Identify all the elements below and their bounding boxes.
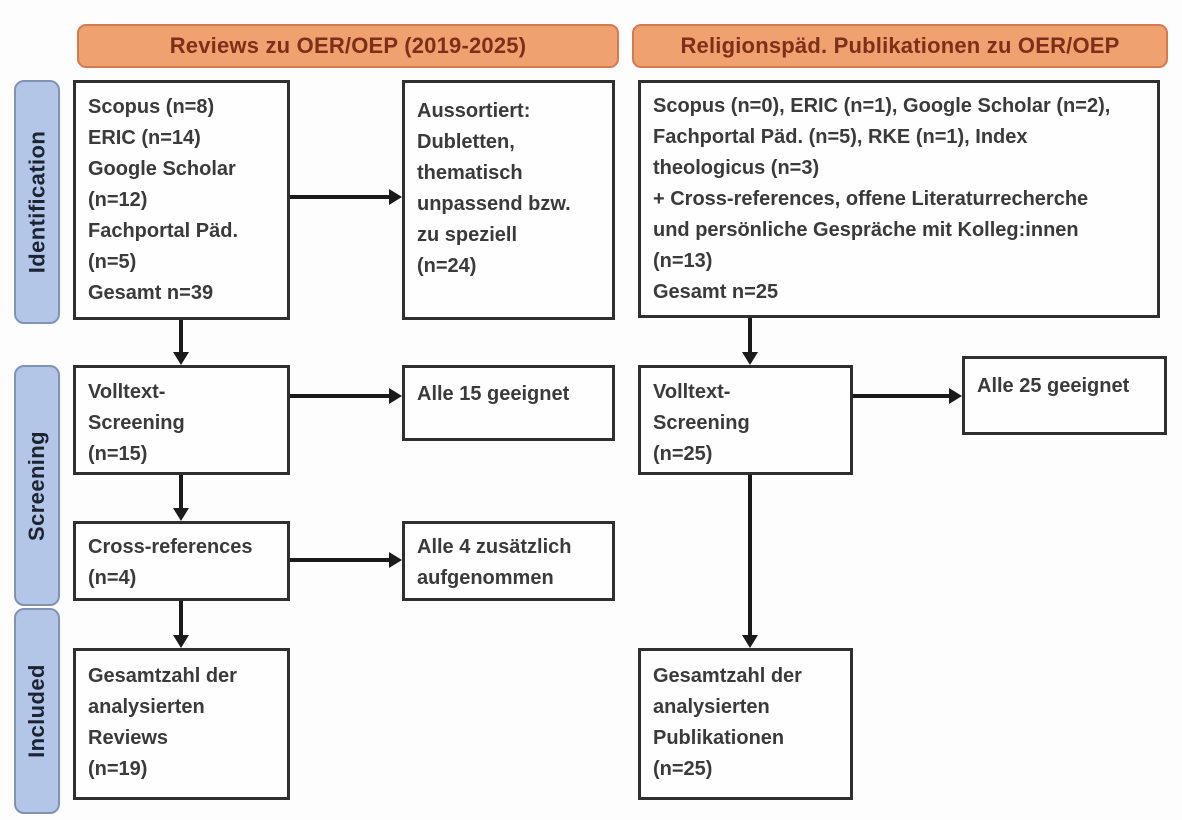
arrow-left-sources-to-excluded bbox=[290, 195, 389, 199]
column-header-reviews-label: Reviews zu OER/OEP (2019-2025) bbox=[169, 33, 527, 58]
box-left-added-line: aufgenommen bbox=[417, 567, 554, 589]
stage-label-included: Included bbox=[14, 608, 60, 814]
box-right-sources-line: Fachportal Päd. (n=5), RKE (n=1), Index bbox=[653, 126, 1028, 148]
box-right-eligible: Alle 25 geeignet bbox=[962, 356, 1167, 435]
box-right-sources-line: theologicus (n=3) bbox=[653, 157, 820, 179]
column-header-religionspaed: Religionspäd. Publikationen zu OER/OEP bbox=[632, 24, 1168, 68]
box-right-fulltext-line: Screening bbox=[653, 412, 750, 434]
arrow-right-fulltext-to-included bbox=[748, 475, 752, 636]
arrow-left-sources-to-fulltext bbox=[179, 320, 183, 353]
box-left-sources-line: Fachportal Päd. bbox=[88, 220, 239, 242]
arrow-right-fulltext-to-eligible bbox=[853, 394, 949, 398]
box-left-included-line: (n=19) bbox=[88, 758, 148, 780]
arrow-left-crossref-to-included bbox=[179, 601, 183, 636]
box-left-excluded-line: unpassend bzw. bbox=[417, 193, 571, 215]
box-left-sources-line: Gesamt n=39 bbox=[88, 282, 214, 304]
box-left-fulltext-line: Screening bbox=[88, 412, 185, 434]
box-right-sources: Scopus (n=0), ERIC (n=1), Google Scholar… bbox=[638, 80, 1160, 318]
box-left-included-line: analysierten bbox=[88, 696, 205, 718]
box-left-eligible-line: Alle 15 geeignet bbox=[417, 383, 570, 405]
stage-label-identification-text: Identification bbox=[24, 130, 49, 274]
box-right-fulltext-line: Volltext- bbox=[653, 381, 731, 403]
arrow-left-fulltext-to-eligible bbox=[290, 394, 389, 398]
box-left-sources: Scopus (n=8) ERIC (n=14) Google Scholar … bbox=[73, 80, 290, 320]
box-left-added: Alle 4 zusätzlich aufgenommen bbox=[402, 521, 615, 601]
box-left-excluded-line: thematisch bbox=[417, 162, 523, 184]
box-right-sources-line: und persönliche Gespräche mit Kolleg:inn… bbox=[653, 219, 1079, 241]
column-header-reviews: Reviews zu OER/OEP (2019-2025) bbox=[77, 24, 619, 68]
box-left-excluded-line: zu speziell bbox=[417, 224, 518, 246]
box-left-fulltext-line: Volltext- bbox=[88, 381, 166, 403]
arrow-left-fulltext-to-crossref bbox=[179, 475, 183, 509]
box-right-eligible-line: Alle 25 geeignet bbox=[977, 375, 1130, 397]
box-left-crossreferences: Cross-references (n=4) bbox=[73, 521, 290, 601]
box-left-excluded-line: (n=24) bbox=[417, 255, 477, 277]
box-right-sources-line: (n=13) bbox=[653, 250, 713, 272]
box-left-sources-line: ERIC (n=14) bbox=[88, 127, 201, 149]
stage-label-screening-text: Screening bbox=[24, 430, 50, 541]
box-right-sources-line: Scopus (n=0), ERIC (n=1), Google Scholar… bbox=[653, 95, 1111, 117]
box-right-included-line: Gesamtzahl der bbox=[653, 665, 802, 687]
box-right-included: Gesamtzahl der analysierten Publikatione… bbox=[638, 648, 853, 800]
box-right-sources-line: + Cross-references, offene Literaturrech… bbox=[653, 188, 1089, 210]
box-left-included: Gesamtzahl der analysierten Reviews (n=1… bbox=[73, 648, 290, 800]
box-right-fulltext-line: (n=25) bbox=[653, 443, 713, 465]
box-right-included-line: Publikationen bbox=[653, 727, 785, 749]
column-header-religionspaed-label: Religionspäd. Publikationen zu OER/OEP bbox=[680, 33, 1120, 58]
arrow-right-sources-to-fulltext bbox=[748, 318, 752, 353]
box-left-crossref-line: (n=4) bbox=[88, 567, 137, 589]
box-right-sources-line: Gesamt n=25 bbox=[653, 281, 779, 303]
box-left-sources-line: (n=5) bbox=[88, 251, 137, 273]
box-left-fulltext-line: (n=15) bbox=[88, 443, 148, 465]
stage-label-included-text: Included bbox=[24, 664, 49, 758]
box-right-included-line: (n=25) bbox=[653, 758, 713, 780]
box-left-sources-line: Scopus (n=8) bbox=[88, 96, 215, 118]
box-right-fulltext-screening: Volltext- Screening (n=25) bbox=[638, 365, 853, 475]
box-left-included-line: Gesamtzahl der bbox=[88, 665, 237, 687]
box-left-excluded-line: Dubletten, bbox=[417, 131, 515, 153]
box-left-crossref-line: Cross-references bbox=[88, 536, 253, 558]
box-left-eligible: Alle 15 geeignet bbox=[402, 365, 615, 441]
box-left-fulltext-screening: Volltext- Screening (n=15) bbox=[73, 365, 290, 475]
box-left-excluded: Aussortiert: Dubletten, thematisch unpas… bbox=[402, 80, 615, 320]
box-left-sources-line: Google Scholar bbox=[88, 158, 236, 180]
box-right-included-line: analysierten bbox=[653, 696, 770, 718]
box-left-excluded-line: Aussortiert: bbox=[417, 100, 531, 122]
box-left-sources-line: (n=12) bbox=[88, 189, 148, 211]
stage-label-identification: Identification bbox=[14, 80, 60, 324]
box-left-included-line: Reviews bbox=[88, 727, 169, 749]
box-left-added-line: Alle 4 zusätzlich bbox=[417, 536, 572, 558]
stage-label-screening: Screening bbox=[14, 365, 60, 606]
arrow-left-crossref-to-added bbox=[290, 558, 389, 562]
